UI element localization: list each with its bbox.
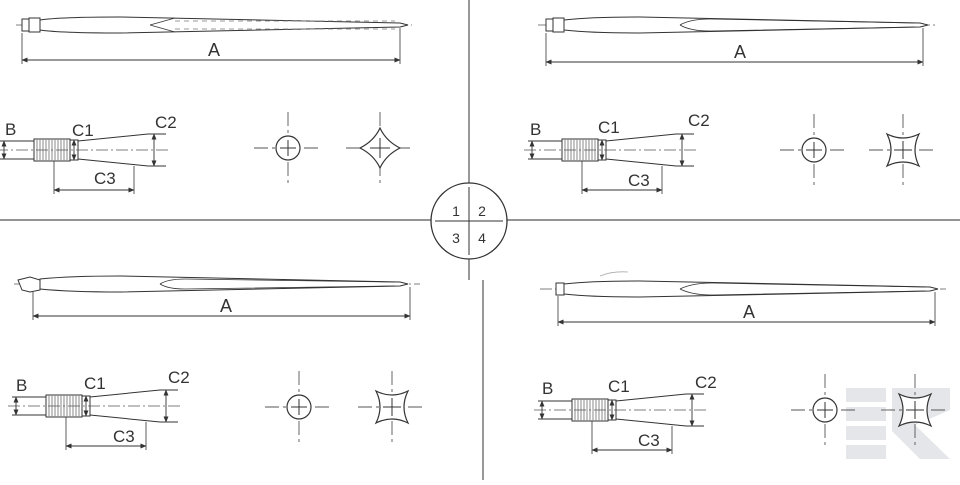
quadrant-3: A B C1 C2 C3	[8, 275, 427, 450]
threaded-end-detail: B C1 C2 C3	[524, 111, 710, 194]
round-cross-section	[253, 111, 323, 185]
dim-c1-label: C1	[72, 121, 94, 140]
profile-cross-section	[880, 373, 950, 447]
watermark-logo	[846, 388, 950, 459]
dim-c1-label: C1	[84, 374, 106, 393]
dim-c2-label: C2	[155, 113, 177, 132]
dim-a-label: A	[220, 296, 232, 316]
dim-a-label: A	[208, 40, 220, 60]
dim-c3-label: C3	[638, 431, 660, 450]
dimension-a: A	[32, 287, 411, 320]
key-number-3: 3	[452, 230, 460, 246]
dim-c3-label: C3	[628, 171, 650, 190]
profile-cross-section	[868, 113, 938, 187]
quadrant-key: 1 2 3 4	[430, 182, 508, 260]
quadrant-1: A B C1 C2 C3	[0, 16, 415, 194]
dim-b-label: B	[542, 379, 553, 398]
dim-c3-label: C3	[94, 169, 116, 188]
tine-side-view	[16, 16, 412, 34]
tine-side-view	[14, 275, 420, 293]
dim-c2-label: C2	[695, 373, 717, 392]
tine-side-view	[538, 16, 938, 34]
dim-a-label: A	[734, 42, 746, 62]
round-cross-section	[779, 113, 849, 187]
dim-b-label: B	[530, 120, 541, 139]
round-cross-section	[264, 370, 334, 444]
profile-cross-section	[345, 111, 415, 185]
dim-c2-label: C2	[688, 111, 710, 130]
key-number-4: 4	[478, 230, 486, 246]
dimension-a: A	[545, 28, 924, 66]
threaded-end-detail: B C1 C2 C3	[8, 368, 190, 450]
dim-b-label: B	[5, 120, 16, 139]
dim-c2-label: C2	[168, 368, 190, 387]
dimension-a: A	[557, 292, 936, 326]
threaded-end-detail: B C1 C2 C3	[0, 113, 177, 194]
dim-b-label: B	[16, 376, 27, 395]
dim-c1-label: C1	[608, 377, 630, 396]
dim-c1-label: C1	[598, 118, 620, 137]
dim-c3-label: C3	[113, 427, 135, 446]
quadrant-2: A B C1 C2 C3	[524, 16, 938, 194]
key-number-2: 2	[478, 203, 486, 219]
quadrant-4: A B C1 C2 C3	[534, 271, 950, 454]
dim-a-label: A	[743, 302, 755, 322]
tine-side-view	[540, 271, 946, 298]
profile-cross-section	[357, 370, 427, 444]
key-number-1: 1	[452, 203, 460, 219]
dimension-a: A	[21, 28, 401, 64]
threaded-end-detail: B C1 C2 C3	[534, 373, 717, 454]
